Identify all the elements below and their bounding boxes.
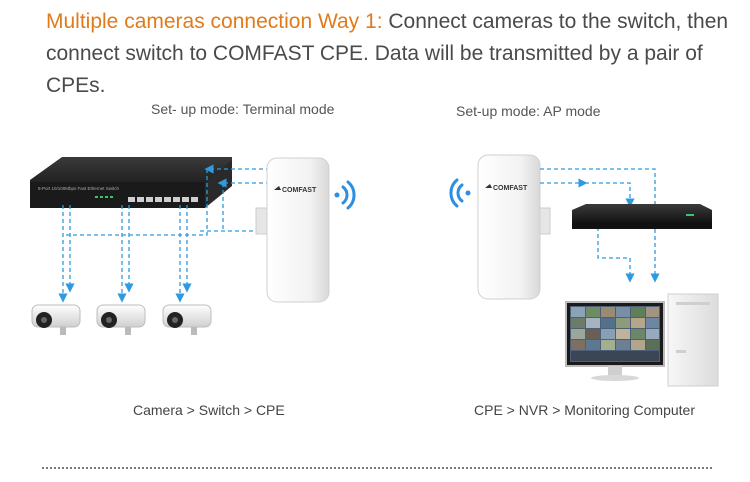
right-cpe-device: COMFAST [477, 154, 551, 300]
switch-leds [95, 196, 113, 198]
left-cpe-device: COMFAST [255, 157, 330, 303]
left-links [58, 164, 270, 303]
wifi-signal-icon [449, 178, 471, 208]
right-links [540, 168, 660, 283]
headline-line1-rest: Connect cameras to the switch, then [382, 10, 729, 33]
network-switch: 8-Port 10/100Mbps Fast Ethernet Switch [30, 157, 232, 208]
comfast-logo-icon [485, 184, 492, 188]
nvr-device [572, 204, 712, 229]
monitoring-computer [565, 293, 719, 387]
wifi-signal-icon [334, 180, 356, 210]
left-mode-label: Set- up mode: Terminal mode [151, 101, 335, 117]
comfast-logo-icon [274, 186, 281, 190]
camera-2 [96, 304, 146, 335]
right-caption: CPE > NVR > Monitoring Computer [474, 402, 695, 418]
headline: Multiple cameras connection Way 1: Conne… [46, 6, 736, 102]
right-mode-label: Set-up mode: AP mode [456, 103, 601, 119]
headline-accent: Multiple cameras connection Way 1: [46, 10, 383, 33]
camera-1 [31, 304, 81, 335]
left-cpe-brand: COMFAST [282, 187, 317, 194]
headline-line2: connect switch to COMFAST CPE. Data will… [46, 42, 703, 97]
switch-label: 8-Port 10/100Mbps Fast Ethernet Switch [38, 186, 120, 191]
switch-ports [128, 197, 198, 202]
dotted-divider [42, 467, 712, 469]
camera-3 [162, 304, 212, 335]
right-cpe-brand: COMFAST [493, 185, 528, 192]
monitor-screen-grid [570, 306, 660, 362]
left-caption: Camera > Switch > CPE [133, 402, 285, 418]
